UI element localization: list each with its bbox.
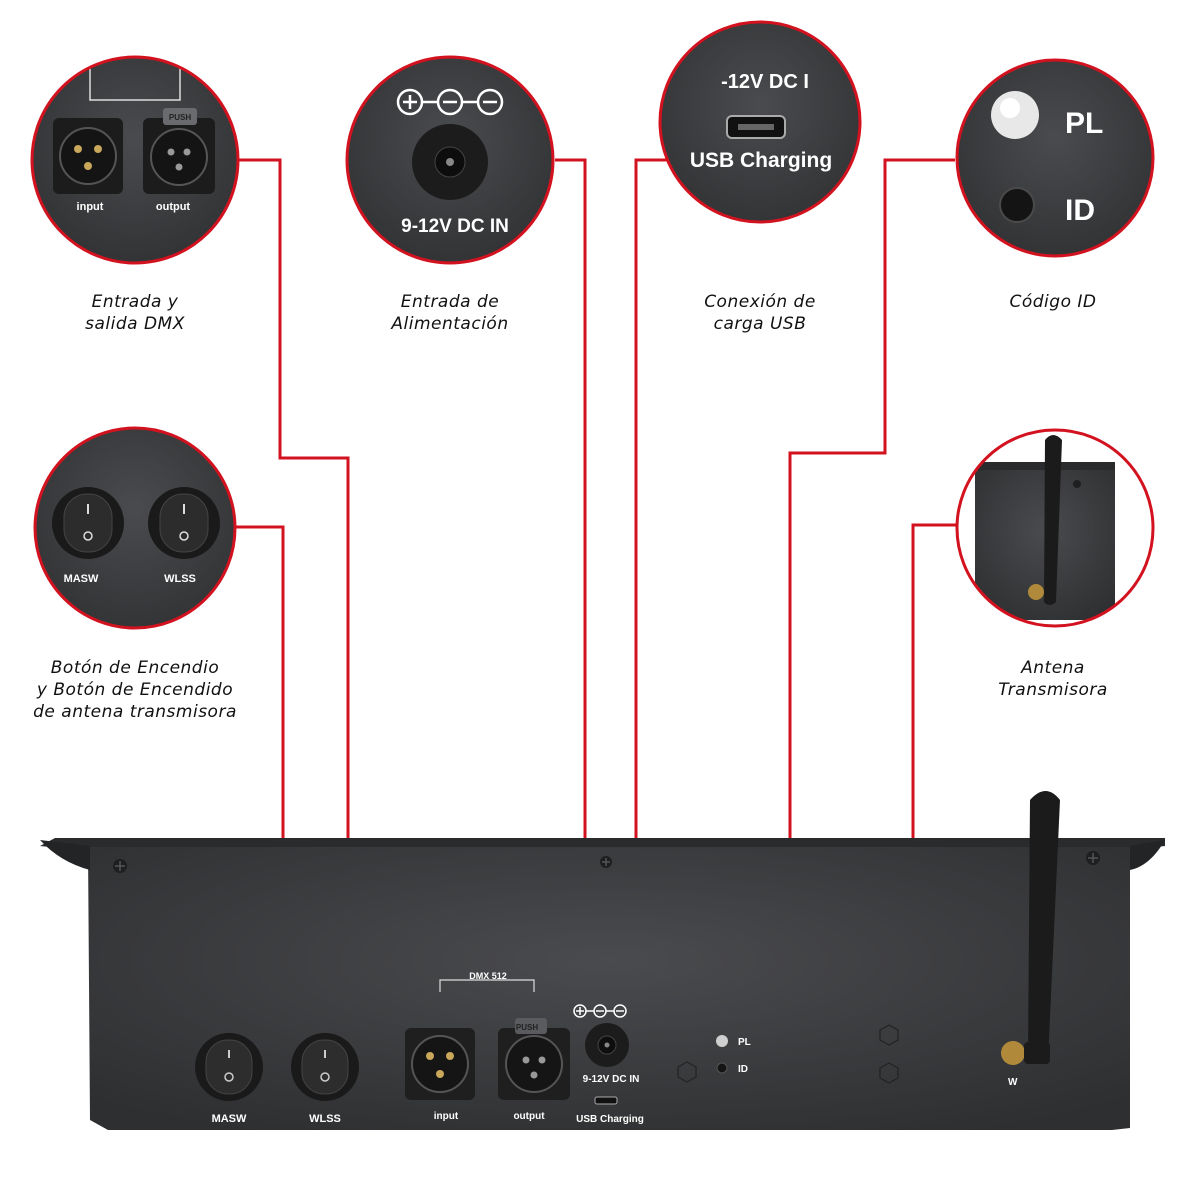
push-label: PUSH xyxy=(516,1023,538,1032)
callout-masw: MASW xyxy=(64,573,99,585)
callout-usb-label: USB Charging xyxy=(690,149,832,172)
dc-in-label: 9-12V DC IN xyxy=(583,1074,640,1085)
masw-label: MASW xyxy=(212,1113,247,1125)
screw-icon xyxy=(113,851,1100,873)
polarity-icon xyxy=(396,88,504,116)
xlr-input-connector[interactable] xyxy=(405,1028,475,1100)
usb-label: USB Charging xyxy=(576,1114,644,1125)
wlss-label: WLSS xyxy=(309,1113,341,1125)
callout-dmx-output: output xyxy=(156,201,191,213)
line-switches xyxy=(233,525,285,971)
callout-wlss: WLSS xyxy=(164,573,196,585)
dc-power-jack[interactable] xyxy=(585,1023,629,1067)
callout-antenna xyxy=(955,428,1155,628)
w-label: W xyxy=(1008,1077,1018,1088)
xlr-output-connector[interactable] xyxy=(498,1018,570,1100)
callout-id-pl: PL xyxy=(1065,107,1103,140)
callout-dmx-input: input xyxy=(77,201,104,213)
id-button[interactable] xyxy=(716,1062,728,1074)
polarity-icon xyxy=(573,1004,627,1018)
pl-label: PL xyxy=(738,1037,751,1048)
dmx512-label: DMX 512 xyxy=(469,971,507,981)
output-label: output xyxy=(513,1111,545,1122)
callout-id-id: ID xyxy=(1065,194,1095,227)
callout-usb: -12V DC I USB Charging xyxy=(658,20,862,224)
masw-switch[interactable] xyxy=(195,1033,263,1101)
callout-power: 9-12V DC IN xyxy=(345,55,555,265)
id-label: ID xyxy=(738,1064,748,1075)
caption-id: Código ID xyxy=(1009,292,1097,312)
callout-dmx: PUSH input output xyxy=(30,55,240,265)
controller-panel: MASW WLSS DMX 512 PUSH input output xyxy=(40,791,1165,1130)
wlss-switch[interactable] xyxy=(291,1033,359,1101)
callout-dmx-push: PUSH xyxy=(169,113,191,122)
pl-led-icon xyxy=(716,1035,728,1047)
callout-switches: MASW WLSS xyxy=(33,426,237,630)
callout-id: PL ID xyxy=(955,58,1155,258)
usb-port[interactable] xyxy=(594,1096,618,1105)
input-label: input xyxy=(434,1111,459,1122)
antenna xyxy=(1001,791,1060,1065)
callout-power-dcin: 9-12V DC IN xyxy=(401,216,509,237)
callout-usb-dcin: -12V DC I xyxy=(721,71,809,93)
